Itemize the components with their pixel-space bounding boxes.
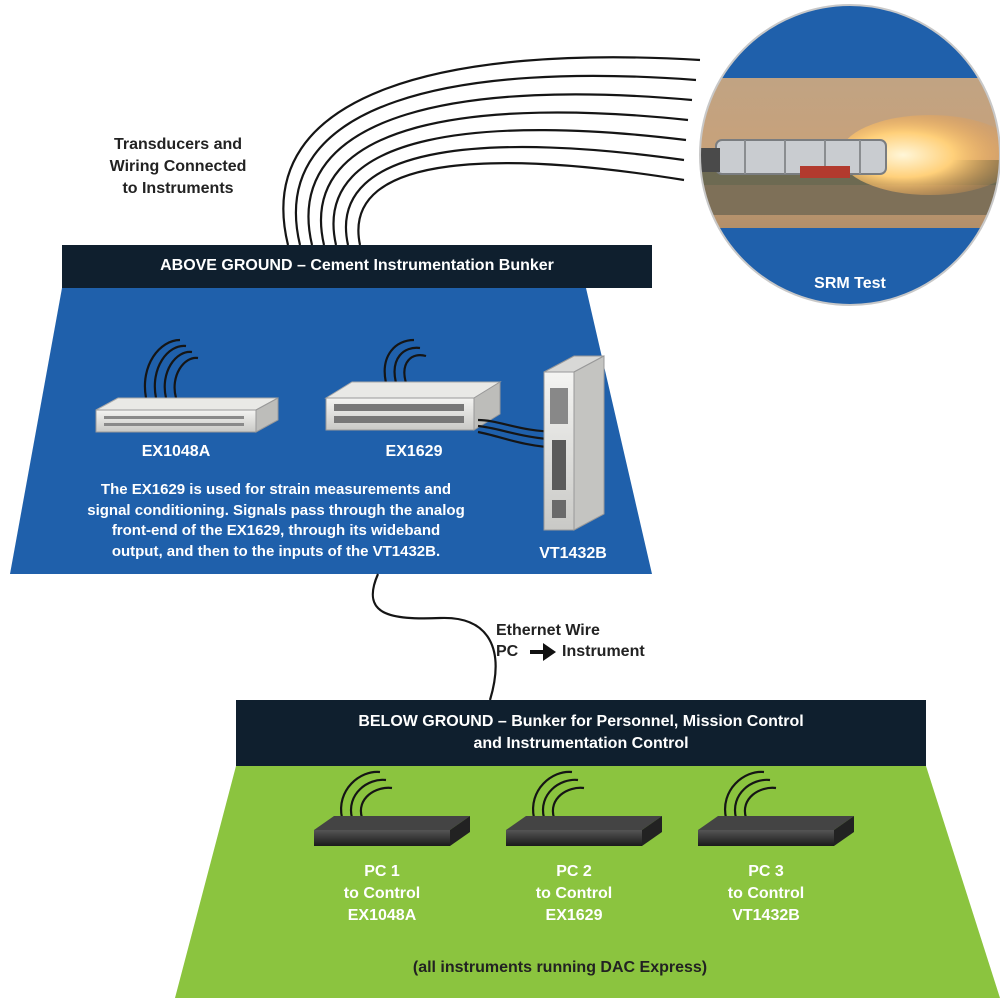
above-ground-title: ABOVE GROUND – Cement Instrumentation Bu…	[160, 257, 554, 274]
below-ground-line-1: BELOW GROUND – Bunker for Personnel, Mis…	[358, 713, 804, 730]
transducers-line-3: to Instruments	[122, 180, 234, 197]
below-ground-title: BELOW GROUND – Bunker for Personnel, Mis…	[236, 711, 926, 755]
ex1629-label: EX1629	[385, 443, 443, 460]
pc1-wires	[339, 770, 393, 819]
pc1-line-1: PC 1	[364, 863, 400, 880]
description-line-4: output, and then to the inputs of the VT…	[111, 542, 441, 560]
ethernet-instrument-label: Instrument	[562, 643, 645, 660]
transducers-line-1: Transducers and	[113, 136, 243, 153]
pc2-wires	[531, 770, 585, 819]
pc1-line-2: to Control	[343, 885, 421, 902]
srm-test-ring	[699, 4, 1000, 306]
pc3-line-2: to Control	[727, 885, 805, 902]
pc1-label: PC 1 to Control EX1048A	[322, 861, 442, 927]
transducers-line-2: Wiring Connected	[109, 158, 247, 175]
pc2-label: PC 2 to Control EX1629	[514, 861, 634, 927]
description-text: The EX1629 is used for strain measuremen…	[26, 480, 526, 562]
pc3-label: PC 3 to Control VT1432B	[706, 861, 826, 927]
pc1-line-3: EX1048A	[347, 907, 417, 924]
above-ground-panel	[10, 288, 652, 574]
pc2-line-3: EX1629	[545, 907, 603, 924]
ethernet-line-1: Ethernet Wire	[496, 622, 600, 639]
below-ground-line-2: and Instrumentation Control	[473, 735, 689, 752]
footer-note: (all instruments running DAC Express)	[412, 959, 708, 976]
pc3-line-1: PC 3	[748, 863, 784, 880]
pc2-line-1: PC 2	[556, 863, 592, 880]
pc2-box	[506, 816, 662, 846]
pc3-line-3: VT1432B	[732, 907, 800, 924]
ex1048a-label: EX1048A	[141, 443, 211, 460]
pc1-box	[314, 816, 470, 846]
description-line-1: The EX1629 is used for strain measuremen…	[100, 481, 452, 498]
vt1432b-label: VT1432B	[539, 545, 607, 562]
vt1432b-instrument	[543, 355, 605, 531]
description-line-2: signal conditioning. Signals pass throug…	[87, 501, 465, 519]
pc3-box	[698, 816, 854, 846]
below-ground-header-bar	[236, 700, 926, 766]
ex1048a-wires	[143, 338, 199, 399]
transducer-wires	[282, 56, 701, 246]
above-ground-header-bar	[62, 245, 652, 288]
pc3-wires	[723, 770, 777, 819]
description-line-3: front-end of the EX1629, through its wid…	[111, 522, 441, 539]
ethernet-wire	[371, 573, 497, 701]
ethernet-pc-label: PC	[496, 643, 519, 660]
transducers-label: Transducers and Wiring Connected to Inst…	[82, 134, 274, 200]
arrow-icon	[530, 643, 556, 661]
ex1048a-instrument	[95, 397, 279, 433]
ex1629-instrument	[324, 381, 502, 431]
srm-test-photo	[700, 5, 1000, 305]
srm-test-label: SRM Test	[814, 275, 886, 292]
ex1629-wires	[383, 338, 427, 384]
pc2-line-2: to Control	[535, 885, 613, 902]
